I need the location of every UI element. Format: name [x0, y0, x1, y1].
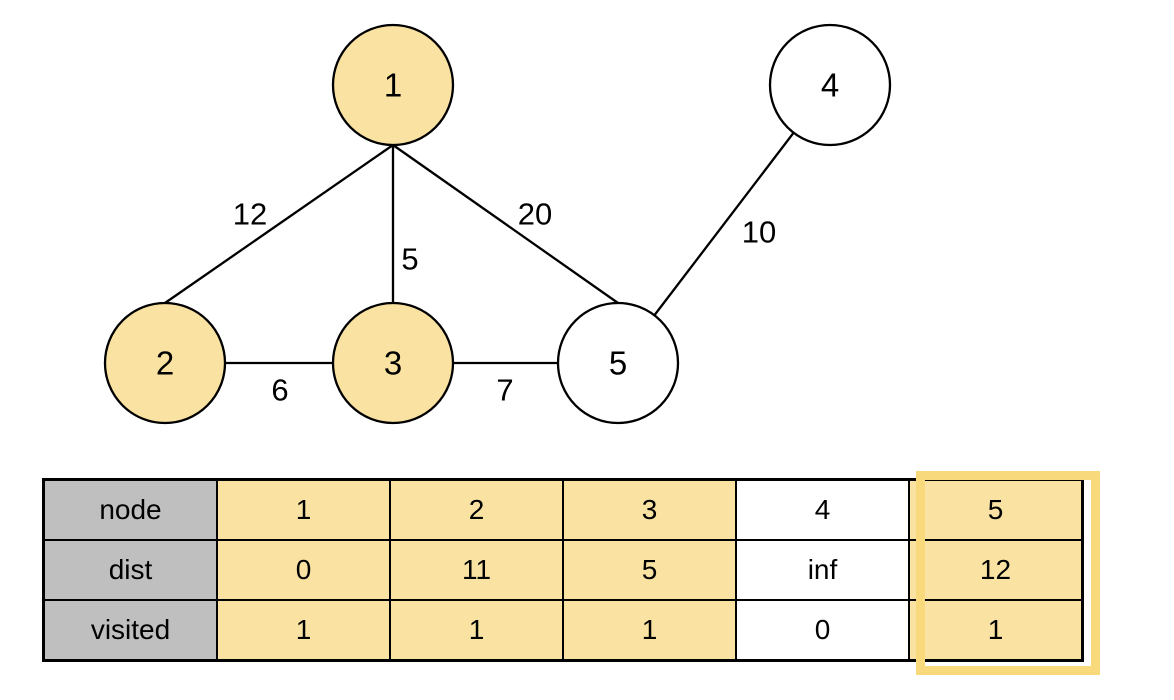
cell-dist-node1: 0: [216, 539, 391, 601]
cell-node-node1: 1: [216, 478, 391, 541]
edge-weight-1-5: 20: [518, 197, 552, 232]
graph-node-2: 2: [103, 301, 227, 425]
cell-visited-node4: 0: [735, 599, 910, 662]
edge-weight-4-5: 10: [742, 215, 776, 250]
cell-dist-node4: inf: [735, 539, 910, 601]
cell-visited-node5: 1: [908, 599, 1084, 662]
cell-dist-node2: 11: [389, 539, 564, 601]
edge-weight-1-3: 5: [401, 242, 418, 277]
row-header-dist: dist: [42, 539, 218, 601]
row-header-node: node: [42, 478, 218, 541]
row-header-visited: visited: [42, 599, 218, 662]
cell-visited-node1: 1: [216, 599, 391, 662]
node-label-4: 4: [821, 67, 839, 104]
graph-edge-1-2: [164, 144, 394, 304]
cell-dist-node5: 12: [908, 539, 1084, 601]
node-label-5: 5: [609, 345, 627, 382]
graph-node-1: 1: [331, 23, 455, 147]
node-label-3: 3: [384, 345, 402, 382]
cell-node-node3: 3: [562, 478, 737, 541]
cell-visited-node2: 1: [389, 599, 564, 662]
cell-node-node4: 4: [735, 478, 910, 541]
node-circle-2: [103, 301, 227, 425]
graph-node-3: 3: [331, 301, 455, 425]
node-circle-5: [556, 301, 680, 425]
graph-edge-1-5: [392, 144, 619, 304]
node-label-1: 1: [384, 67, 402, 104]
edge-weight-1-2: 12: [233, 197, 267, 232]
cell-node-node2: 2: [389, 478, 564, 541]
graph-node-5: 5: [556, 301, 680, 425]
node-circle-3: [331, 301, 455, 425]
cell-node-node5: 5: [908, 478, 1084, 541]
graph-node-4: 4: [768, 23, 892, 147]
edge-weight-2-3: 6: [271, 373, 288, 408]
node-label-2: 2: [156, 345, 174, 382]
node-circle-1: [331, 23, 455, 147]
node-circle-4: [768, 23, 892, 147]
cell-visited-node3: 1: [562, 599, 737, 662]
cell-dist-node3: 5: [562, 539, 737, 601]
edge-weight-3-5: 7: [496, 373, 513, 408]
